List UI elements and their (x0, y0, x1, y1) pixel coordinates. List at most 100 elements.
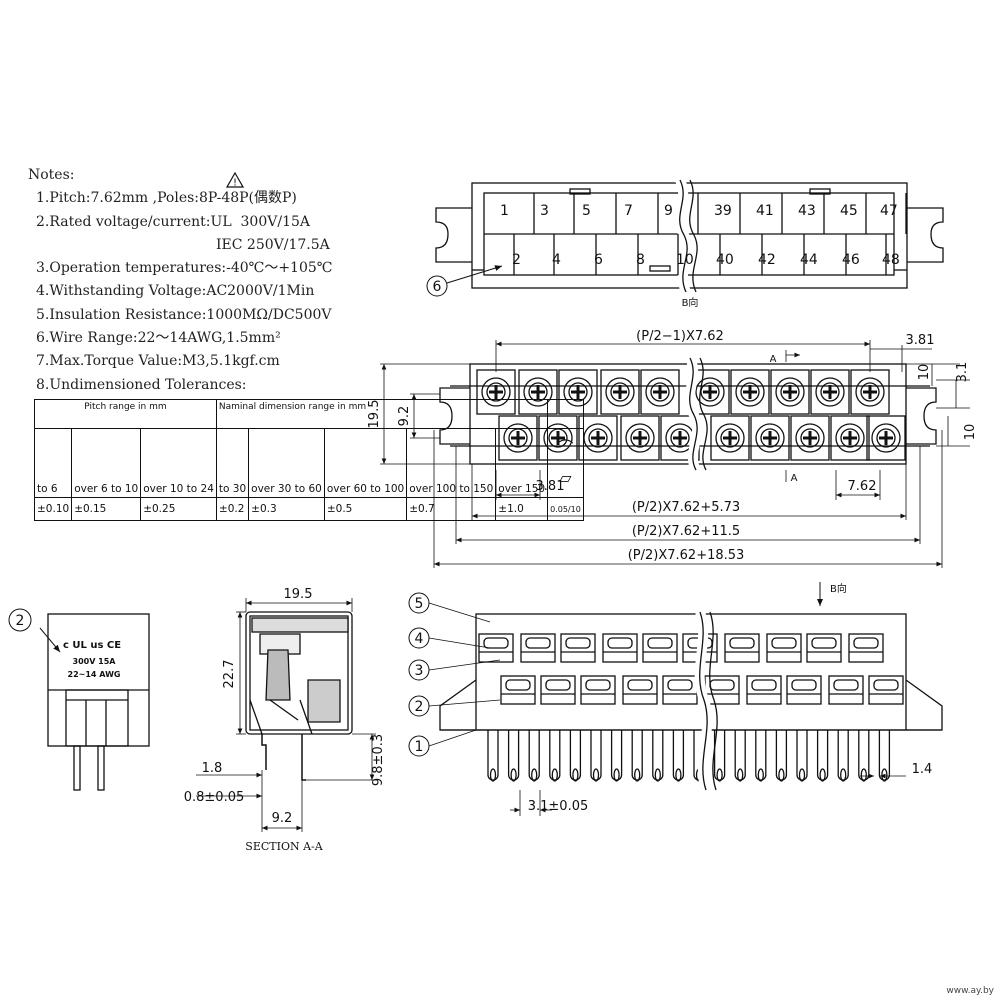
latch-tab (569, 188, 591, 195)
pin-number-top: 9 (664, 203, 673, 219)
terminal-clamp (746, 675, 782, 705)
callout-leader (428, 659, 501, 671)
terminal-clamp (478, 633, 514, 663)
tol-value: ±0.3 (248, 497, 325, 521)
solder-pin (837, 730, 849, 781)
screw-slot (653, 385, 667, 399)
solder-pin (590, 730, 602, 781)
screw-head (645, 377, 675, 407)
dim-section-height: 22.7 (222, 660, 237, 689)
solder-pin (528, 730, 540, 781)
terminal-clamp (724, 633, 760, 663)
terminal-clamp (848, 633, 884, 663)
callout-number: 1 (415, 739, 424, 755)
screw-cell (730, 369, 770, 415)
screw-head (665, 423, 695, 453)
solder-pin (796, 730, 808, 781)
note-line: 8.Undimensioned Tolerances: (36, 376, 247, 393)
terminal-clamp (766, 633, 802, 663)
screw-slot (673, 431, 687, 445)
pin-number-top: 41 (756, 203, 774, 219)
callout-circle (408, 735, 430, 757)
screw-head (853, 637, 879, 649)
screw-head (709, 679, 735, 691)
section-dimensions (196, 598, 376, 832)
screw-ring (700, 382, 720, 402)
watermark: www.ay.by (946, 986, 994, 996)
dim-pitch-span: (P/2−1)X7.62 (636, 329, 724, 344)
cert-marks: c UL us CE (63, 640, 121, 651)
callout-number: 3 (415, 663, 424, 679)
nominal-range: to 30 (215, 428, 250, 498)
screw-ring (740, 382, 760, 402)
solder-pin (569, 730, 582, 781)
screw-cell (578, 415, 618, 461)
screw-ring (780, 382, 800, 402)
screw-cell (600, 369, 640, 415)
section-view (245, 611, 353, 781)
screw-ring (610, 382, 630, 402)
dim-total-2: (P/2)X7.62+11.5 (632, 524, 740, 539)
screw-slot (843, 431, 857, 445)
screw-cell (710, 415, 750, 461)
note-line: 6.Wire Range:22～14AWG,1.5mm² (36, 330, 281, 347)
screw-head (795, 423, 825, 453)
top-view-callout: 6 (426, 265, 503, 297)
tol-value: ±0.15 (71, 497, 142, 521)
screw-head (835, 423, 865, 453)
pin-number-top: 7 (624, 203, 633, 219)
screw-cell (750, 415, 790, 461)
pin-hole (737, 768, 744, 782)
tol-value: ±0.5 (323, 497, 408, 521)
screw-ring (820, 382, 840, 402)
terminal-clamp (540, 675, 576, 705)
screw-head (855, 377, 885, 407)
terminal-clamp (868, 675, 904, 705)
warning-triangle-icon: ! (226, 172, 244, 188)
dim-pin-length: 9.8±0.3 (371, 734, 386, 786)
solder-pin (610, 730, 623, 781)
section-caption: SECTION A-A (245, 840, 323, 853)
screw-head (607, 637, 633, 649)
parallel-symbol: ▱ (559, 468, 572, 487)
terminal-clamp (520, 633, 556, 663)
solder-pin (775, 730, 788, 781)
note-line: IEC 250V/17.5A (216, 236, 330, 253)
tol-value: ±0.7 (406, 497, 497, 521)
dim-pin-dia: 1.4 (912, 762, 933, 777)
pin-number-top: 1 (500, 203, 509, 219)
screw-head (625, 423, 655, 453)
screw-head (791, 679, 817, 691)
screw-ring (876, 428, 896, 448)
screw-head (605, 377, 635, 407)
solder-pin (816, 730, 829, 781)
screw-head (525, 637, 551, 649)
screw-ring (670, 428, 690, 448)
pin-hole (798, 768, 806, 782)
screw-slot (723, 431, 737, 445)
terminal-clamp (560, 633, 596, 663)
tol-value: ±0.25 (140, 497, 217, 521)
callout-2: 2 (16, 613, 25, 629)
tolerance-table: Pitch range in mm Naminal dimension rang… (33, 399, 584, 521)
screw-cell (640, 369, 680, 415)
terminal-clamp (602, 633, 638, 663)
dim-pin-offset: 1.8 (202, 761, 223, 776)
pin-hole (860, 768, 867, 782)
screw-slot (571, 385, 585, 399)
pin-hole (510, 768, 517, 782)
screw-head (695, 377, 725, 407)
screw-slot (633, 431, 647, 445)
dim-pin-width: 0.8±0.05 (184, 790, 245, 805)
solder-pin (672, 730, 685, 781)
screw-ring (650, 382, 670, 402)
awg-text: 22~14 AWG (68, 670, 121, 679)
note-line: 1.Pitch:7.62mm ,Poles:8P-48P(偶数P) (36, 190, 297, 207)
dim-right-3-1: 3.1 (955, 362, 970, 383)
pin-number-top: 45 (840, 203, 858, 219)
pin-hole (489, 768, 497, 782)
front-dimensions (510, 773, 906, 816)
screw-head (667, 679, 693, 691)
screw-slot (763, 431, 777, 445)
